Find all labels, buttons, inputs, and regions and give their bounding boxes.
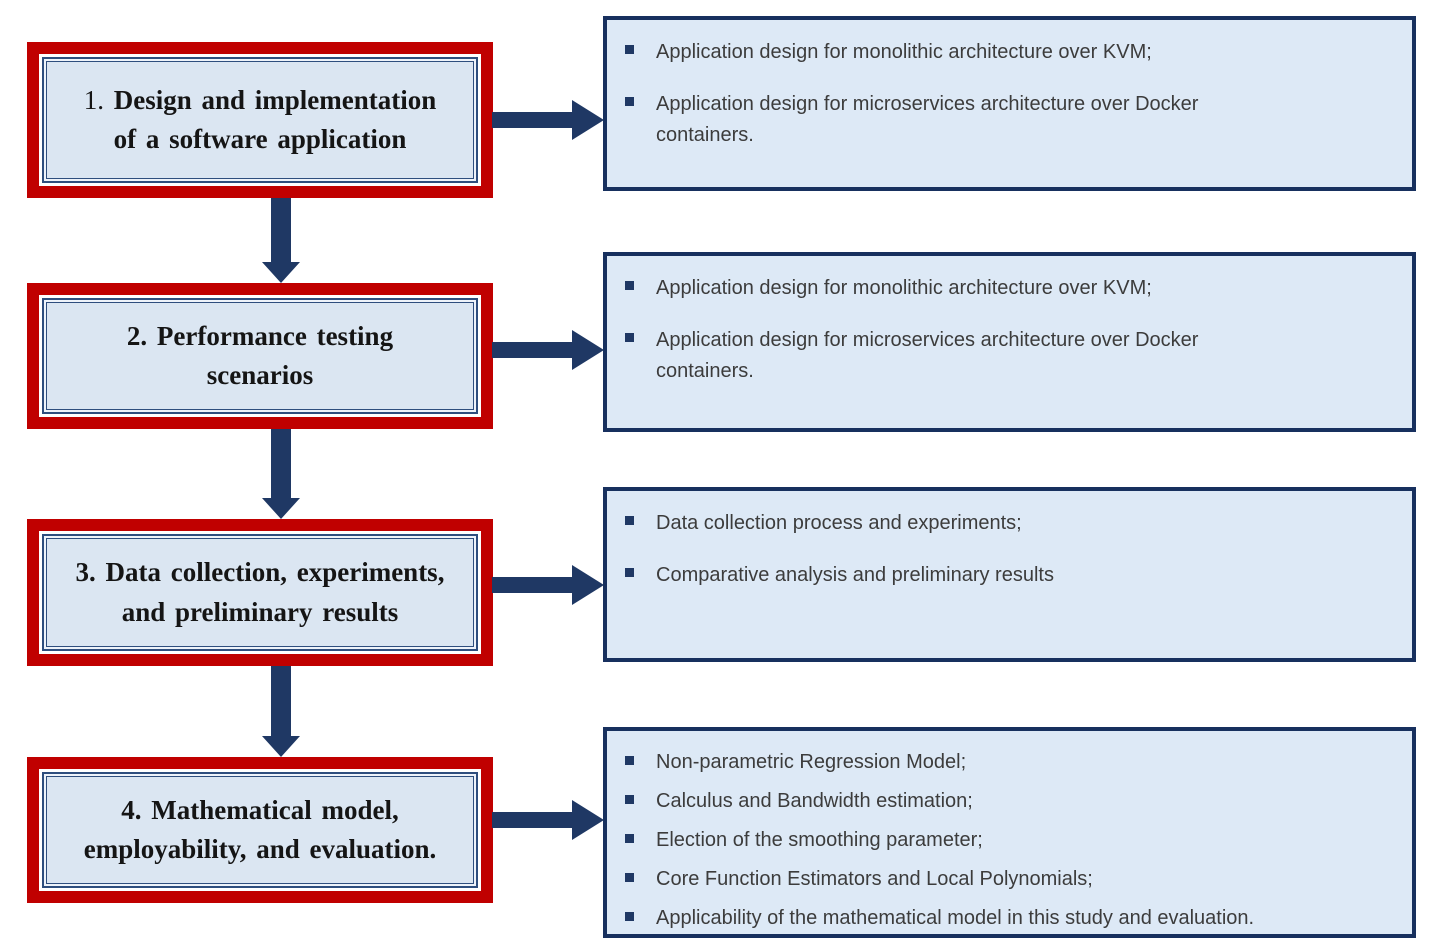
bullet-square-icon — [625, 97, 634, 106]
arrow-shaft — [271, 198, 291, 262]
step-title-3-line1: Data collection, experiments, — [105, 557, 445, 588]
bullet-square-icon — [625, 568, 634, 577]
detail-box-2: Application design for monolithic archit… — [603, 252, 1416, 432]
step-core-3: 3. Data collection, experiments, and pre… — [46, 538, 474, 647]
step-title-4: 4. Mathematical model, employability, an… — [84, 791, 437, 869]
connector-arrow-right-1 — [492, 100, 604, 140]
arrow-shaft — [271, 666, 291, 736]
bullet-text: Applicability of the mathematical model … — [656, 907, 1255, 929]
arrow-head — [572, 330, 604, 370]
bullet-text: Calculus and Bandwidth estimation; — [656, 790, 973, 812]
bullet-square-icon — [625, 45, 634, 54]
step-frame-4: 4. Mathematical model, employability, an… — [42, 772, 478, 888]
connector-arrow-right-2 — [492, 330, 604, 370]
connector-arrow-right-3 — [492, 565, 604, 605]
step-title-2-line1: Performance testing — [156, 320, 394, 351]
bullet-square-icon — [625, 756, 634, 765]
step-number-4: 4. — [121, 794, 142, 825]
step-title-2: 2. Performance testing scenarios — [127, 317, 393, 395]
step-core-1: 1. Design and implementation of a softwa… — [46, 61, 474, 179]
bullet-item: Application design for monolithic archit… — [625, 37, 1404, 68]
bullet-square-icon — [625, 333, 634, 342]
step-core-2: 2. Performance testing scenarios — [46, 302, 474, 410]
bullet-square-icon — [625, 834, 634, 843]
step-title-1-line2: of a software application — [113, 124, 407, 154]
detail-box-1: Application design for monolithic archit… — [603, 16, 1416, 191]
step-title-2-line2: scenarios — [206, 360, 314, 390]
step-frame-2: 2. Performance testing scenarios — [42, 298, 478, 414]
bullet-text: Application design for monolithic archit… — [656, 277, 1152, 299]
step-frame-1: 1. Design and implementation of a softwa… — [42, 57, 478, 183]
connector-arrow-down-1 — [262, 198, 300, 283]
bullet-item: Application design for microservices arc… — [625, 89, 1404, 151]
step-frame-3: 3. Data collection, experiments, and pre… — [42, 534, 478, 651]
arrow-shaft — [492, 342, 574, 358]
bullet-square-icon — [625, 873, 634, 882]
bullet-item: Comparative analysis and preliminary res… — [625, 560, 1404, 591]
bullet-text: Application design for microservices arc… — [656, 93, 1199, 146]
bullet-square-icon — [625, 281, 634, 290]
step-box-4: 4. Mathematical model, employability, an… — [27, 757, 493, 903]
step-number-1: 1. — [83, 84, 104, 115]
bullet-text: Non-parametric Regression Model; — [656, 751, 967, 773]
step-box-1: 1. Design and implementation of a softwa… — [27, 42, 493, 198]
arrow-shaft — [271, 429, 291, 498]
step-box-2: 2. Performance testing scenarios — [27, 283, 493, 429]
connector-arrow-right-4 — [492, 800, 604, 840]
bullet-item: Core Function Estimators and Local Polyn… — [625, 865, 1404, 893]
bullet-item: Application design for monolithic archit… — [625, 273, 1404, 304]
connector-arrow-down-2 — [262, 429, 300, 519]
bullet-item: Calculus and Bandwidth estimation; — [625, 787, 1404, 815]
step-title-4-line1: Mathematical model, — [151, 794, 399, 825]
bullet-square-icon — [625, 912, 634, 921]
bullet-text: Election of the smoothing parameter; — [656, 829, 983, 851]
bullet-item: Application design for microservices arc… — [625, 325, 1404, 387]
bullet-text: Comparative analysis and preliminary res… — [656, 564, 1054, 586]
step-core-4: 4. Mathematical model, employability, an… — [46, 776, 474, 884]
bullet-item: Election of the smoothing parameter; — [625, 826, 1404, 854]
detail-box-4: Non-parametric Regression Model; Calculu… — [603, 727, 1416, 938]
bullet-item: Applicability of the mathematical model … — [625, 904, 1404, 932]
arrow-shaft — [492, 577, 574, 593]
bullet-item: Data collection process and experiments; — [625, 508, 1404, 539]
connector-arrow-down-3 — [262, 666, 300, 757]
bullet-text: Core Function Estimators and Local Polyn… — [656, 868, 1093, 890]
step-title-1-line1: Design and implementation — [113, 84, 437, 115]
step-title-1: 1. Design and implementation of a softwa… — [84, 81, 437, 159]
step-number-2: 2. — [126, 320, 148, 351]
bullet-text: Application design for monolithic archit… — [656, 41, 1152, 63]
arrow-head — [262, 262, 300, 283]
bullet-text: Data collection process and experiments; — [656, 512, 1022, 534]
arrow-head — [572, 100, 604, 140]
bullet-text: Application design for microservices arc… — [656, 329, 1199, 382]
arrow-head — [572, 565, 604, 605]
step-box-3: 3. Data collection, experiments, and pre… — [27, 519, 493, 666]
arrow-shaft — [492, 112, 574, 128]
bullet-square-icon — [625, 516, 634, 525]
arrow-head — [262, 498, 300, 519]
step-title-3: 3. Data collection, experiments, and pre… — [76, 553, 445, 631]
step-title-3-line2: and preliminary results — [121, 596, 399, 627]
bullet-item: Non-parametric Regression Model; — [625, 748, 1404, 776]
arrow-head — [262, 736, 300, 757]
detail-box-3: Data collection process and experiments;… — [603, 487, 1416, 662]
arrow-shaft — [492, 812, 574, 828]
arrow-head — [572, 800, 604, 840]
step-title-4-line2: employability, and evaluation. — [83, 834, 437, 864]
step-number-3: 3. — [75, 557, 96, 588]
bullet-square-icon — [625, 795, 634, 804]
